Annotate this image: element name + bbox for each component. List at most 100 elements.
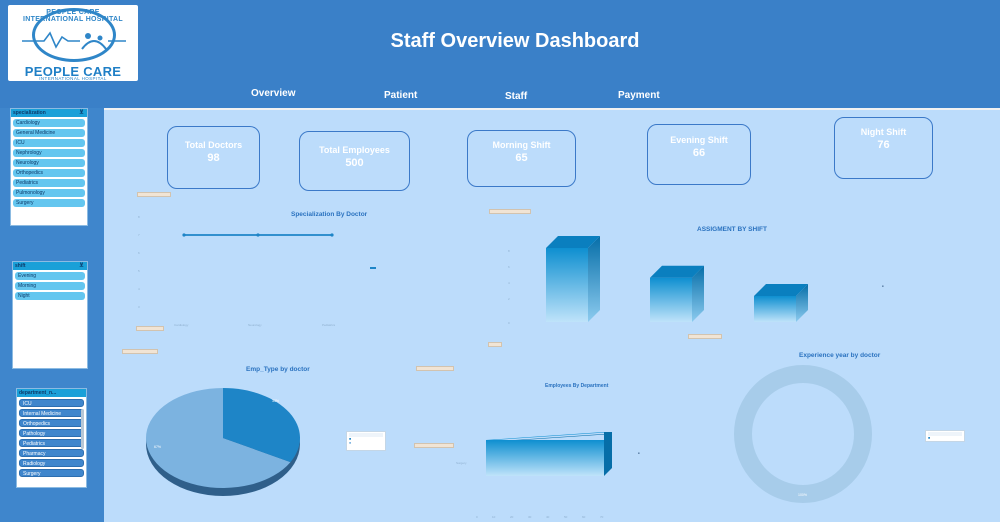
svg-text:3: 3 — [138, 305, 140, 309]
page-title: Staff Overview Dashboard — [390, 30, 640, 52]
kpi-night-shift: Night Shift 76 — [834, 117, 933, 179]
slicer-item[interactable]: Morning — [15, 282, 85, 290]
kpi-label: Evening Shift — [670, 135, 728, 145]
experience-donut-chart: 100% — [734, 365, 872, 503]
slicer-header: shift ⊻ — [13, 262, 87, 270]
svg-text:6: 6 — [138, 251, 140, 255]
slicer-title: specialization — [13, 110, 46, 116]
svg-text:8: 8 — [138, 215, 140, 219]
svg-text:Pediatrics: Pediatrics — [322, 323, 336, 327]
slicer-item[interactable]: Radiology — [19, 459, 84, 467]
chart-title-department: Employees By Department — [545, 383, 609, 389]
svg-text:20: 20 — [510, 515, 514, 519]
legend-header[interactable] — [349, 433, 383, 437]
slicer-item[interactable]: Evening — [15, 272, 85, 280]
svg-text:Neurology: Neurology — [248, 323, 262, 327]
slicer-scrollbar[interactable] — [81, 409, 84, 449]
nav-patient[interactable]: Patient — [384, 90, 418, 101]
svg-text:50: 50 — [564, 515, 568, 519]
slicer-item[interactable]: Orthopedics — [19, 419, 84, 427]
chart-title-specialization: Specialization By Doctor — [291, 211, 368, 218]
slicer-item[interactable]: General Medicine — [13, 129, 85, 137]
nav-overview[interactable]: Overview — [251, 88, 296, 99]
svg-text:10: 10 — [492, 515, 496, 519]
legend-entry: ■ — [349, 437, 352, 441]
slicer-header: department_n... — [17, 389, 86, 397]
clear-filter-icon[interactable]: ⊻ — [79, 110, 84, 116]
slicer-item[interactable]: ICU — [19, 399, 84, 407]
slicer-item[interactable]: Pediatrics — [13, 179, 85, 187]
slicer-item[interactable]: Internal Medicine — [19, 409, 84, 417]
kpi-label: Total Doctors — [184, 140, 243, 150]
slicer-shift: shift ⊻ Evening Morning Night — [12, 261, 88, 369]
svg-text:5: 5 — [138, 269, 140, 273]
chart-title-assignment: ASSIGMENT BY SHIFT — [697, 226, 767, 233]
bar-1 — [650, 265, 704, 322]
pie-legend: ■ ■ — [346, 431, 386, 451]
svg-text:33%: 33% — [272, 399, 279, 403]
svg-text:60: 60 — [582, 515, 586, 519]
bar-0 — [546, 236, 600, 322]
field-button[interactable] — [688, 334, 722, 339]
slicer-item[interactable]: Pulmonology — [13, 189, 85, 197]
kpi-value: 500 — [345, 157, 364, 169]
field-button[interactable] — [137, 192, 171, 197]
svg-text:70: 70 — [600, 515, 604, 519]
slicer-item[interactable]: ICU — [13, 139, 85, 147]
nav-staff[interactable]: Staff — [505, 91, 528, 102]
chart-title-experience: Experience year by doctor — [799, 352, 881, 359]
chart-title-emp-type: Emp_Type by doctor — [246, 366, 310, 373]
legend-entry: ■ — [928, 436, 931, 440]
slicer-item[interactable]: Nephrology — [13, 149, 85, 157]
svg-text:0: 0 — [476, 515, 478, 519]
header: PEOPLE CARE INTERNATIONAL HOSPITAL PEOPL… — [0, 0, 1000, 108]
svg-text:4: 4 — [138, 287, 140, 291]
slicer-item[interactable]: Pharmacy — [19, 449, 84, 457]
svg-text:7: 7 — [138, 233, 140, 237]
legend-entry: ■ — [349, 441, 352, 445]
svg-text:6: 6 — [508, 265, 510, 269]
field-dropdown[interactable] — [136, 326, 164, 331]
slicer-item[interactable]: Orthopedics — [13, 169, 85, 177]
hospital-logo: PEOPLE CARE INTERNATIONAL HOSPITAL PEOPL… — [8, 5, 138, 81]
field-button[interactable] — [414, 443, 454, 448]
logo-arc-text: PEOPLE CARE INTERNATIONAL HOSPITAL — [23, 9, 123, 23]
svg-text:Cardiology: Cardiology — [174, 323, 189, 327]
slicer-item[interactable]: Pathology — [19, 429, 84, 437]
kpi-value: 66 — [692, 147, 706, 159]
field-button[interactable] — [489, 209, 531, 214]
svg-text:2: 2 — [508, 297, 510, 301]
field-button[interactable] — [416, 366, 454, 371]
slicer-item[interactable]: Surgery — [19, 469, 84, 477]
kpi-total-employees: Total Employees 500 — [299, 131, 410, 191]
pie-slice-0 — [146, 388, 291, 488]
kpi-morning-shift: Morning Shift 65 — [467, 130, 576, 187]
logo-ring — [32, 8, 116, 62]
slicer-item[interactable]: Pediatrics — [19, 439, 84, 447]
field-button[interactable] — [122, 349, 158, 354]
slicer-item[interactable]: Surgery — [13, 199, 85, 207]
kpi-total-doctors: Total Doctors 98 — [167, 126, 260, 189]
logo-name: PEOPLE CARE — [24, 64, 122, 79]
kpi-label: Total Employees — [319, 145, 390, 155]
specialization-line-chart: 8 7 6 5 4 3 Cardiology Neurology Pediatrics — [138, 215, 376, 327]
kpi-value: 65 — [515, 152, 528, 164]
slicer-item[interactable]: Cardiology — [13, 119, 85, 127]
slicer-item[interactable]: Neurology — [13, 159, 85, 167]
kpi-label: Morning Shift — [492, 140, 551, 150]
slicer-header: specialization ⊻ — [11, 109, 87, 117]
svg-text:40: 40 — [546, 515, 550, 519]
heartbeat-icon — [22, 31, 126, 50]
svg-text:8: 8 — [508, 249, 510, 253]
field-dropdown[interactable] — [488, 342, 502, 347]
slicer-title: shift — [15, 263, 26, 269]
slicer-item[interactable]: Night — [15, 292, 85, 300]
nav-payment[interactable]: Payment — [618, 90, 660, 101]
legend-header[interactable] — [928, 432, 962, 436]
clear-filter-icon[interactable]: ⊻ — [79, 263, 84, 269]
svg-text:67%: 67% — [154, 445, 161, 449]
svg-text:4: 4 — [508, 281, 510, 285]
slicer-specialization: specialization ⊻ Cardiology General Medi… — [10, 108, 88, 226]
